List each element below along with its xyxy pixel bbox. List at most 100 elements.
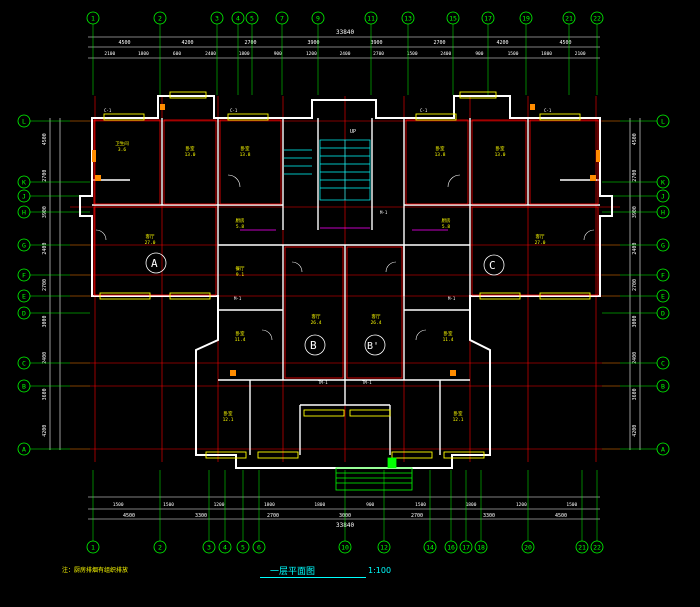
axis-bubble-left: A (17, 442, 31, 456)
svg-text:9: 9 (316, 15, 320, 23)
svg-text:B: B (310, 339, 317, 352)
svg-text:1: 1 (91, 544, 95, 552)
dimension-value: 2700 (42, 279, 48, 291)
axis-bubble-top: 19 (519, 11, 533, 25)
axis-bubble-bottom: 18 (474, 540, 488, 554)
dimension-value: 4500 (555, 513, 567, 519)
svg-text:餐厅: 餐厅 (236, 265, 245, 272)
dimension-value: 4500 (559, 40, 571, 46)
bottom-dimension-lines (88, 496, 600, 520)
svg-text:C-1: C-1 (230, 108, 238, 113)
side-dimension-lines (49, 118, 641, 450)
axis-bubble-right: F (656, 268, 670, 282)
axis-bubble-top: 21 (562, 11, 576, 25)
door-swings (95, 174, 595, 341)
dimension-value: 900 (366, 502, 374, 508)
svg-text:26.4: 26.4 (371, 320, 382, 326)
axis-bubble-top: 9 (311, 11, 325, 25)
svg-text:卧室: 卧室 (454, 410, 463, 417)
axis-bubble-top: 3 (210, 11, 224, 25)
dimension-value: 1800 (138, 51, 149, 57)
svg-text:15: 15 (449, 15, 457, 23)
svg-text:卧室: 卧室 (496, 145, 505, 152)
axis-bubble-right: G (656, 238, 670, 252)
dimension-value: 2400 (205, 51, 216, 57)
dimension-value: 3600 (632, 388, 638, 400)
svg-text:22: 22 (593, 544, 601, 552)
svg-text:C: C (489, 259, 496, 272)
axis-bubble-top: 7 (275, 11, 289, 25)
svg-text:D: D (22, 310, 26, 318)
dimension-value: 3300 (483, 513, 495, 519)
svg-text:22: 22 (593, 15, 601, 23)
svg-text:27.0: 27.0 (535, 240, 546, 246)
axis-bubble-right: B (656, 379, 670, 393)
dimension-value: 1500 (415, 502, 426, 508)
dimension-value: 900 (274, 51, 282, 57)
svg-text:11.4: 11.4 (235, 337, 246, 343)
svg-text:19: 19 (522, 15, 530, 23)
svg-text:客厅: 客厅 (146, 233, 155, 240)
svg-text:厨房: 厨房 (442, 217, 451, 224)
svg-text:4: 4 (223, 544, 227, 552)
dimension-value: 2700 (411, 513, 423, 519)
dimension-value: 1500 (566, 502, 577, 508)
vertical-axis-lines (92, 24, 598, 541)
dimension-value: 2700 (244, 40, 256, 46)
axis-bubble-bottom: 16 (444, 540, 458, 554)
svg-text:B: B (22, 383, 26, 391)
axis-bubble-top: 22 (590, 11, 604, 25)
svg-text:M-1: M-1 (234, 296, 242, 301)
axis-bubble-bottom: 5 (236, 540, 250, 554)
svg-text:F: F (661, 272, 665, 280)
dimension-value: 3900 (370, 40, 382, 46)
svg-text:客厅: 客厅 (372, 313, 381, 320)
dimension-value: 1800 (264, 502, 275, 508)
axis-bubble-right: L (656, 114, 670, 128)
axis-bubble-bottom: 17 (459, 540, 473, 554)
svg-text:客厅: 客厅 (312, 313, 321, 320)
fixture-accents (92, 104, 600, 376)
svg-text:卫生间: 卫生间 (115, 140, 129, 147)
axis-bubble-right: E (656, 289, 670, 303)
dimension-value: 1500 (407, 51, 418, 57)
axis-bubble-right: A (656, 442, 670, 456)
svg-text:C-1: C-1 (420, 108, 428, 113)
svg-text:M-1: M-1 (380, 210, 388, 215)
dimension-value: 2100 (104, 51, 115, 57)
svg-text:21: 21 (578, 544, 586, 552)
svg-text:13: 13 (404, 15, 412, 23)
svg-text:3: 3 (215, 15, 219, 23)
unit-label-a: A (145, 252, 167, 274)
axis-bubble-left: E (17, 289, 31, 303)
svg-text:27.0: 27.0 (145, 240, 156, 246)
axis-bubble-bottom: 20 (521, 540, 535, 554)
entry-steps (335, 457, 413, 491)
svg-text:21: 21 (565, 15, 573, 23)
dimension-value: 2100 (575, 51, 586, 57)
svg-text:E: E (661, 293, 665, 301)
axis-bubble-left: D (17, 306, 31, 320)
dimension-value: 2400 (440, 51, 451, 57)
svg-text:18: 18 (477, 544, 485, 552)
magenta-markers (240, 227, 448, 231)
dimension-value: 1500 (508, 51, 519, 57)
svg-text:H: H (661, 209, 665, 217)
dimension-value: 4500 (123, 513, 135, 519)
svg-text:卧室: 卧室 (236, 330, 245, 337)
svg-text:6: 6 (257, 544, 261, 552)
axis-bubble-right: C (656, 356, 670, 370)
dimension-value: 2700 (42, 170, 48, 182)
room-label: 厨房5.8 (442, 217, 451, 230)
svg-text:B': B' (367, 341, 379, 352)
svg-text:A: A (151, 257, 158, 270)
